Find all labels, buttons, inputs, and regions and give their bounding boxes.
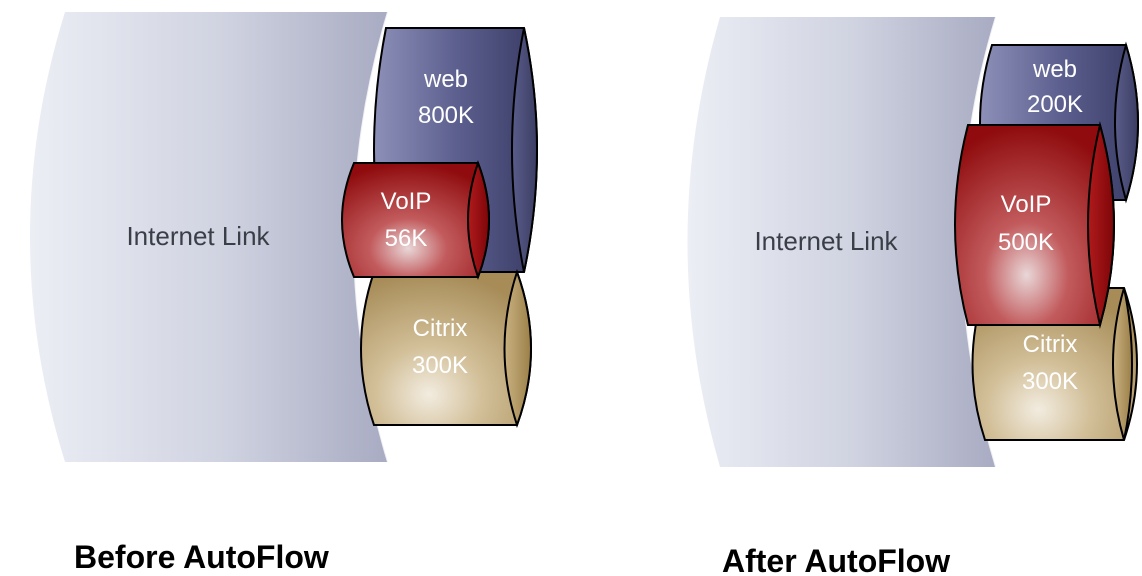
internet-link-pipe [687, 17, 996, 467]
voip-flow-rate: 56K [385, 225, 428, 252]
voip-flow-name: VoIP [1001, 191, 1052, 218]
internet-link-label: Internet Link [126, 221, 270, 251]
citrix-flow-cylinder: Citrix 300K [360, 268, 532, 429]
after-panel: Internet Link web 200K Citrix 300K VoIP … [687, 16, 1139, 576]
citrix-flow-name: Citrix [1023, 331, 1078, 358]
before-panel: Internet Link web 800K Citrix 300K VoIP … [30, 11, 538, 575]
web-flow-name: web [423, 66, 468, 93]
web-flow-name: web [1032, 56, 1077, 83]
citrix-flow-rate: 300K [412, 352, 468, 379]
citrix-flow-name: Citrix [413, 315, 468, 342]
citrix-flow-rate: 300K [1022, 368, 1078, 395]
internet-link-pipe [30, 12, 388, 462]
web-flow-rate: 800K [418, 102, 474, 129]
voip-flow-name: VoIP [381, 188, 432, 215]
after-caption: After AutoFlow [722, 543, 950, 576]
voip-flow-rate: 500K [998, 229, 1054, 256]
voip-flow-cylinder: VoIP 56K [341, 160, 490, 280]
web-flow-rate: 200K [1027, 91, 1083, 118]
before-caption: Before AutoFlow [74, 539, 329, 575]
voip-flow-cylinder: VoIP 500K [954, 121, 1115, 329]
internet-link-label: Internet Link [754, 226, 898, 256]
